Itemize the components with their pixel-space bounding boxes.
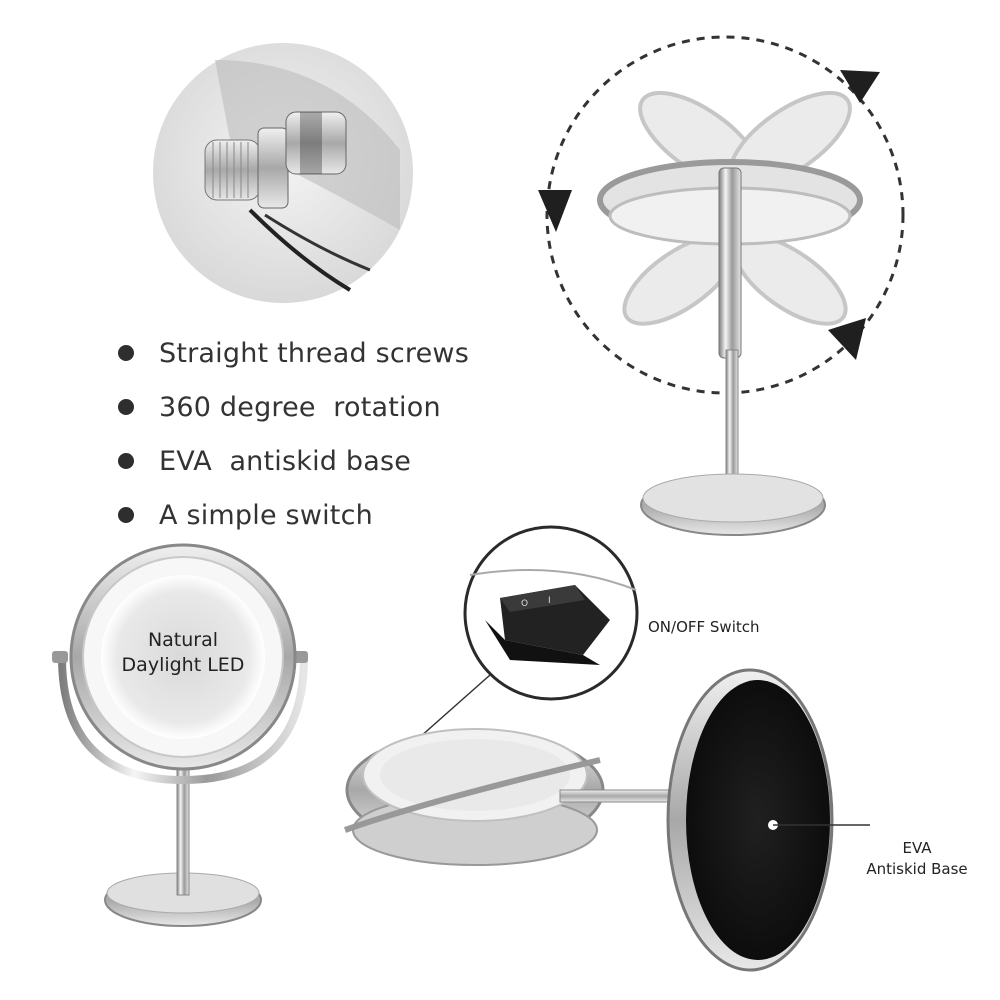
base-callout: EVA Antiskid Base xyxy=(862,838,972,880)
rotation-arrow-bottom-icon xyxy=(828,318,866,360)
feature-item: 360 degree rotation xyxy=(118,380,469,434)
bullet-icon xyxy=(118,345,134,361)
lying-mirror xyxy=(344,668,870,972)
rotating-mirror xyxy=(538,35,905,536)
feature-text: A simple switch xyxy=(159,499,373,531)
switch-on-mark: O xyxy=(521,599,528,609)
feature-list: Straight thread screws 360 degree rotati… xyxy=(118,326,469,542)
mirror-label-line2: Daylight LED xyxy=(121,654,245,676)
screw-detail-zoom xyxy=(153,43,413,303)
mirror-led-label: Natural Daylight LED xyxy=(107,628,259,678)
feature-text: EVA antiskid base xyxy=(159,445,412,477)
feature-item: EVA antiskid base xyxy=(118,434,469,488)
rotation-arrow-left-icon xyxy=(538,190,572,232)
switch-detail-zoom: O I xyxy=(419,525,639,738)
mirror-label-line1: Natural xyxy=(147,629,219,651)
feature-text: 360 degree rotation xyxy=(159,391,441,423)
bullet-icon xyxy=(118,399,134,415)
rotation-arrow-top-icon xyxy=(840,70,880,103)
switch-callout: ON/OFF Switch xyxy=(648,618,760,636)
base-callout-line1: EVA xyxy=(902,839,932,857)
switch-off-mark: I xyxy=(548,596,551,606)
feature-text: Straight thread screws xyxy=(159,337,469,369)
bullet-icon xyxy=(118,453,134,469)
base-callout-line2: Antiskid Base xyxy=(866,860,968,878)
front-mirror xyxy=(52,543,308,927)
bullet-icon xyxy=(118,507,134,523)
feature-item: Straight thread screws xyxy=(118,326,469,380)
feature-item: A simple switch xyxy=(118,488,469,542)
